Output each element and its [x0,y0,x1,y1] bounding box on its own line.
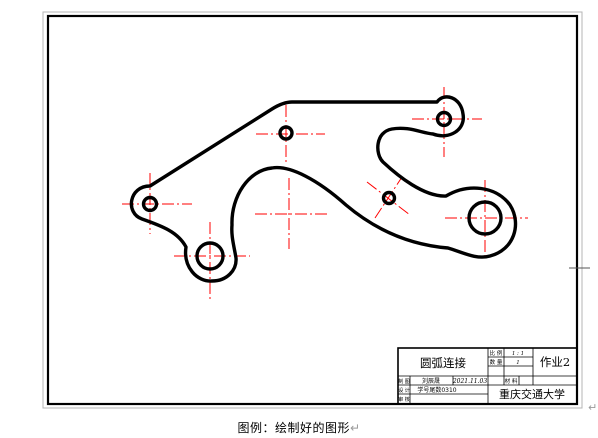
part-outline [129,95,518,283]
caption-paragraph-mark: ↵ [349,421,361,435]
drawing-date: 2021.11.03 [452,378,488,385]
draw-label: 制 图 [398,378,410,385]
check-label: 审 核 [398,396,410,403]
designer-name: 刘辰晟 [422,377,440,385]
material-label: 材 料 [505,377,518,385]
drawing-frame [46,14,579,406]
top-right-hole [435,110,453,128]
upper-hole [278,125,294,141]
outer-contour [129,95,518,283]
design-label: 设 计 [398,387,410,394]
student-id: 学号尾数0310 [417,386,456,394]
title-block: 圆弧连接 比 例 1 : 1 数 量 1 作业2 材 料 制 图 刘辰晟 202… [397,347,578,405]
school-name: 重庆交通大学 [499,387,565,401]
bottom-boss-hole [195,241,225,271]
inclined-hole [381,190,397,206]
centerline-inclined-hole-b [374,176,403,219]
scale-label: 比 例 [490,349,503,357]
paragraph-mark: ↵ [588,401,598,414]
title-block-grid [398,348,577,404]
caption-text: 图例：绘制好的图形 [237,421,350,435]
right-boss-hole [467,200,503,236]
sheet-border [42,11,583,409]
scale-value: 1 : 1 [512,351,524,357]
assignment-label: 作业2 [540,355,570,369]
quantity-label: 数 量 [490,358,503,366]
quantity-value: 1 [516,360,520,366]
left-hole [141,195,159,213]
centerlines [122,87,528,300]
figure-caption: 图例：绘制好的图形↵ [0,419,598,436]
centerline-inclined-hole-a [366,181,411,216]
part-name: 圆弧连接 [420,356,466,370]
